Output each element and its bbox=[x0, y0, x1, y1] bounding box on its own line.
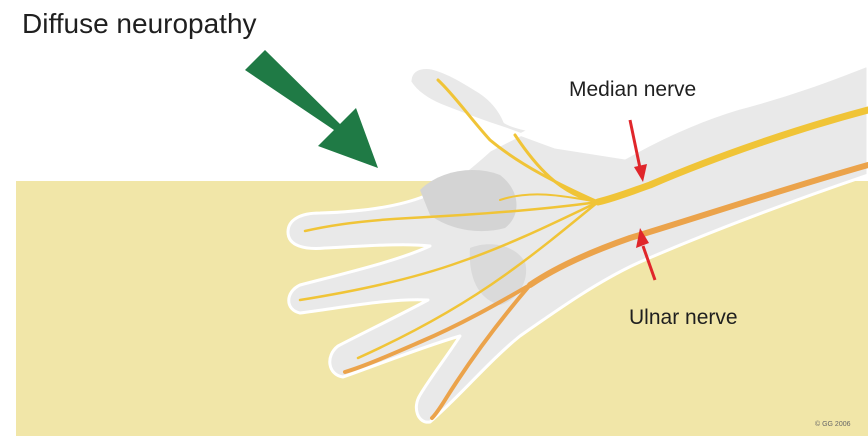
ulnar-nerve-label: Ulnar nerve bbox=[629, 306, 738, 330]
copyright-notice: © GG 2006 bbox=[815, 421, 851, 428]
median-nerve-label: Median nerve bbox=[569, 78, 696, 102]
green-arrow-icon bbox=[245, 50, 378, 168]
diagram-title: Diffuse neuropathy bbox=[22, 8, 257, 40]
